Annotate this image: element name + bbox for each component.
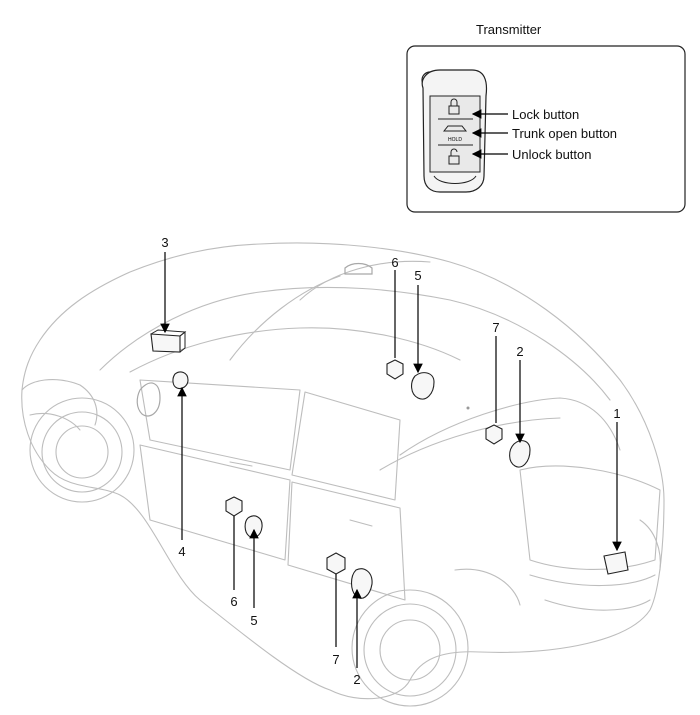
rear-wheel — [363, 603, 457, 697]
trunk-open-button-label: Trunk open button — [512, 126, 617, 141]
trunk-icon — [442, 125, 468, 132]
callout-5-roof: 5 — [414, 268, 421, 283]
callout-2-roof: 2 — [516, 344, 523, 359]
callout-2-door: 2 — [353, 672, 360, 687]
roof-line — [99, 286, 611, 401]
component-7-roof-antenna — [485, 424, 503, 445]
component-6-door-antenna — [225, 496, 243, 517]
side-mirror — [136, 382, 161, 417]
trunk-lid — [519, 465, 661, 570]
component-1-trunk-module — [603, 551, 629, 575]
component-3-control-module — [150, 333, 181, 353]
component-5-roof-handle-sensor — [411, 372, 435, 400]
callout-5-door: 5 — [250, 613, 257, 628]
callout-7-door: 7 — [332, 652, 339, 667]
rear-window — [399, 397, 621, 456]
unlock-icon — [448, 148, 460, 165]
callout-6-door: 6 — [230, 594, 237, 609]
front-door — [139, 444, 291, 561]
rear-door — [287, 481, 406, 601]
front-wheel-arch — [29, 397, 135, 503]
car-body — [21, 242, 665, 700]
fob-button-panel — [429, 95, 481, 173]
callout-6-roof: 6 — [391, 255, 398, 270]
component-2-rear-handle-sensor — [509, 440, 531, 468]
lock-button-label: Lock button — [512, 107, 579, 122]
front-bumper — [21, 379, 98, 426]
front-wheel — [41, 411, 123, 493]
key-fob: HOLD — [421, 69, 488, 193]
callout-7-roof: 7 — [492, 320, 499, 335]
rear-side-window — [291, 391, 401, 501]
antenna — [344, 262, 373, 275]
component-7-door-antenna — [326, 552, 346, 575]
component-6-roof-antenna — [386, 359, 404, 380]
callout-1: 1 — [613, 406, 620, 421]
callout-3: 3 — [161, 235, 168, 250]
component-2-rear-door-handle — [350, 568, 373, 599]
callout-4: 4 — [178, 544, 185, 559]
component-4-front-handle-switch — [172, 371, 189, 390]
rear-wheel-arch — [351, 589, 469, 707]
lock-icon — [448, 98, 460, 115]
transmitter-title: Transmitter — [476, 22, 542, 37]
front-side-window — [139, 379, 301, 471]
transmitter-frame — [406, 45, 686, 213]
car-outline — [21, 242, 665, 707]
hold-label: HOLD — [448, 137, 462, 143]
unlock-button-label: Unlock button — [512, 147, 592, 162]
